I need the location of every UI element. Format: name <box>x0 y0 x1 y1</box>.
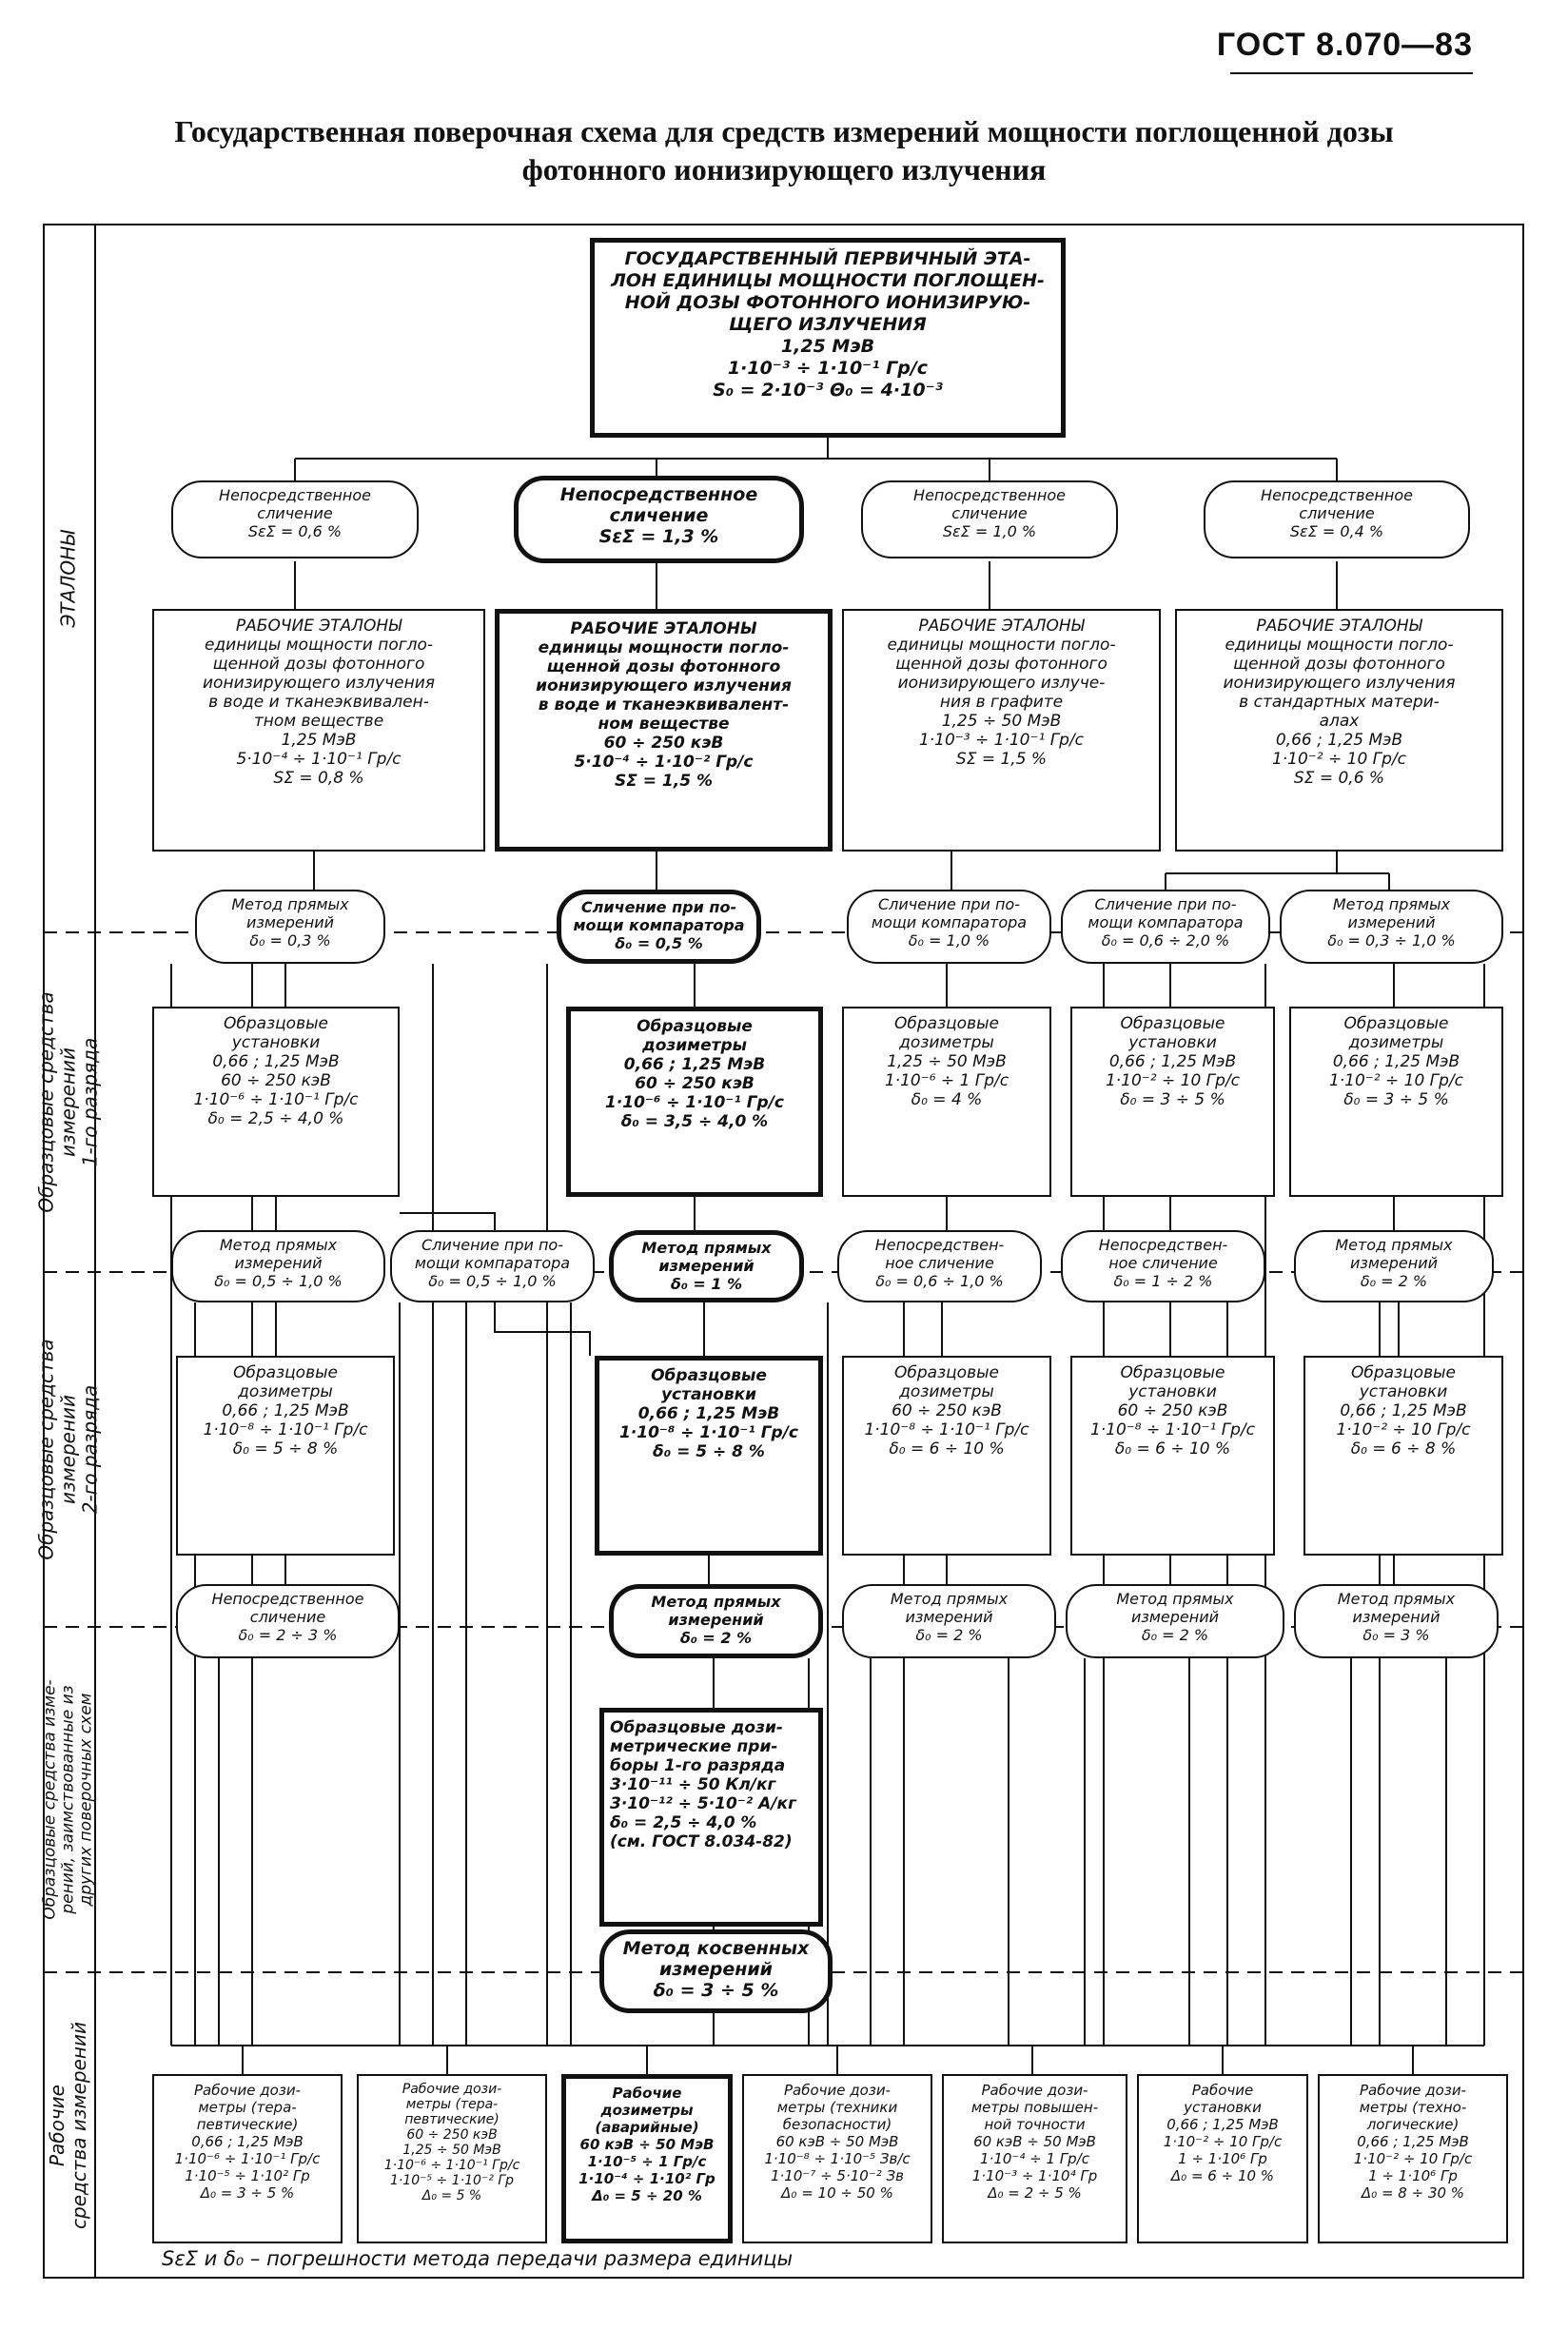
comparison-1-2: Непосредственное сличение SεΣ = 1,3 % <box>514 476 804 563</box>
level-label-standards: ЭТАЛОНЫ <box>56 529 80 628</box>
connector-line-28 <box>400 1212 496 1230</box>
level-label-rank-2: Образцовые средства измерений 2-го разря… <box>34 1339 102 1560</box>
rank2-instrument-1: Образцовые дозиметры 0,66 ; 1,25 МэВ 1·1… <box>176 1356 395 1556</box>
header-underline <box>1230 72 1473 74</box>
method-3-5: Непосредствен- ное сличение δ₀ = 1 ÷ 2 % <box>1061 1230 1265 1302</box>
method-4-2: Метод прямых измерений δ₀ = 2 % <box>609 1584 823 1658</box>
method-3-6: Метод прямых измерений δ₀ = 2 % <box>1294 1230 1494 1302</box>
level-label-borrowed: Образцовые средства изме- рений, заимств… <box>40 1679 96 1920</box>
rank1-instrument-1: Образцовые установки 0,66 ; 1,25 МэВ 60 … <box>152 1007 400 1197</box>
rank1-instrument-3: Образцовые дозиметры 1,25 ÷ 50 МэВ 1·10⁻… <box>842 1007 1051 1197</box>
comparison-1-1: Непосредственное сличение SεΣ = 0,6 % <box>171 480 419 558</box>
working-standard-1: РАБОЧИЕ ЭТАЛОНЫ единицы мощности погло- … <box>152 609 485 852</box>
working-standard-3: РАБОЧИЕ ЭТАЛОНЫ единицы мощности погло- … <box>842 609 1161 852</box>
method-3-1: Метод прямых измерений δ₀ = 0,5 ÷ 1,0 % <box>171 1230 385 1302</box>
method-4-5: Метод прямых измерений δ₀ = 3 % <box>1294 1584 1499 1658</box>
level-label-working: Рабочие средства измерений <box>46 2021 90 2229</box>
working-instrument-3: Рабочие дозиметры (аварийные) 60 кэВ ÷ 5… <box>561 2074 733 2243</box>
working-instrument-7: Рабочие дози- метры (техно- логические) … <box>1318 2074 1508 2243</box>
working-standard-4: РАБОЧИЕ ЭТАЛОНЫ единицы мощности погло- … <box>1175 609 1503 852</box>
outer-frame <box>43 224 1524 2279</box>
method-2-5: Метод прямых измерений δ₀ = 0,3 ÷ 1,0 % <box>1280 890 1503 964</box>
comparison-1-4: Непосредственное сличение SεΣ = 0,4 % <box>1204 480 1470 558</box>
working-instrument-4: Рабочие дози- метры (техники безопасност… <box>742 2074 932 2243</box>
rank1-instrument-2: Образцовые дозиметры 0,66 ; 1,25 МэВ 60 … <box>566 1007 823 1197</box>
method-2-4: Сличение при по- мощи компаратора δ₀ = 0… <box>1061 890 1270 964</box>
connector-line-34 <box>494 1302 591 1356</box>
method-3-3: Метод прямых измерений δ₀ = 1 % <box>609 1230 804 1302</box>
method-3-4: Непосредствен- ное сличение δ₀ = 0,6 ÷ 1… <box>837 1230 1042 1302</box>
method-4-4: Метод прямых измерений δ₀ = 2 % <box>1066 1584 1284 1658</box>
page-title-line-1: Государственная поверочная схема для сре… <box>174 114 1394 148</box>
rank2-instrument-4: Образцовые установки 60 ÷ 250 кэВ 1·10⁻⁸… <box>1070 1356 1275 1556</box>
working-instrument-1: Рабочие дози- метры (тера- певтические) … <box>152 2074 343 2243</box>
method-3-2: Сличение при по- мощи компаратора δ₀ = 0… <box>390 1230 595 1302</box>
method-2-2: Сличение при по- мощи компаратора δ₀ = 0… <box>557 890 761 964</box>
primary-standard-box: ГОСУДАРСТВЕННЫЙ ПЕРВИЧНЫЙ ЭТА- ЛОН ЕДИНИ… <box>590 238 1066 438</box>
indirect-method: Метод косвенных измерений δ₀ = 3 ÷ 5 % <box>599 1929 833 2013</box>
method-4-1: Непосредственное сличение δ₀ = 2 ÷ 3 % <box>176 1584 400 1658</box>
working-standard-2: РАБОЧИЕ ЭТАЛОНЫ единицы мощности погло- … <box>495 609 833 852</box>
working-instrument-5: Рабочие дози- метры повышен- ной точност… <box>942 2074 1127 2243</box>
method-2-3: Сличение при по- мощи компаратора δ₀ = 1… <box>847 890 1051 964</box>
working-instrument-6: Рабочие установки 0,66 ; 1,25 МэВ 1·10⁻²… <box>1137 2074 1308 2243</box>
page-title-line-2: фотонного ионизирующего излучения <box>521 152 1047 186</box>
working-instrument-2: Рабочие дози- метры (тера- певтические) … <box>357 2074 547 2243</box>
rank2-instrument-2: Образцовые установки 0,66 ; 1,25 МэВ 1·1… <box>595 1356 823 1556</box>
rank1-instrument-4: Образцовые установки 0,66 ; 1,25 МэВ 1·1… <box>1070 1007 1275 1197</box>
footnote: SεΣ и δ₀ – погрешности метода передачи р… <box>162 2247 794 2270</box>
method-2-1: Метод прямых измерений δ₀ = 0,3 % <box>195 890 385 964</box>
rank2-instrument-3: Образцовые дозиметры 60 ÷ 250 кэВ 1·10⁻⁸… <box>842 1356 1051 1556</box>
rank2-instrument-5: Образцовые установки 0,66 ; 1,25 МэВ 1·1… <box>1303 1356 1503 1556</box>
rank1-instrument-5: Образцовые дозиметры 0,66 ; 1,25 МэВ 1·1… <box>1289 1007 1503 1197</box>
method-4-3: Метод прямых измерений δ₀ = 2 % <box>842 1584 1056 1658</box>
standard-code: ГОСТ 8.070—83 <box>1216 27 1473 63</box>
borrowed-instrument-box: Образцовые дози- метрические при- боры 1… <box>599 1708 823 1927</box>
level-label-rank-1: Образцовые средства измерений 1-го разря… <box>34 991 102 1213</box>
comparison-1-3: Непосредственное сличение SεΣ = 1,0 % <box>861 480 1118 558</box>
